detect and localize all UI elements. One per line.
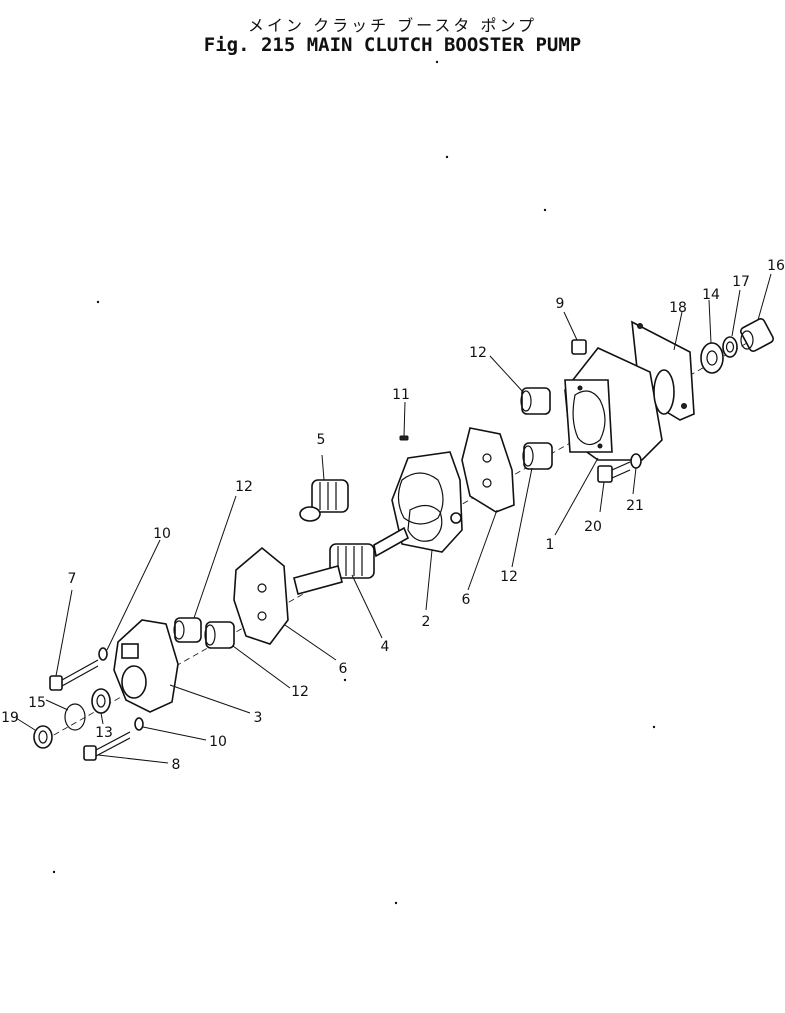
callout-20: 20 — [584, 519, 602, 535]
part-7-bolt — [49, 659, 99, 691]
callout-3: 3 — [254, 710, 263, 726]
callout-21: 21 — [626, 498, 644, 514]
callout-6b: 6 — [339, 661, 348, 677]
callout-4: 4 — [381, 639, 390, 655]
part-12-bearing-d — [204, 621, 235, 649]
part-12-bearing-a — [520, 387, 551, 415]
part-4-drive-gear — [293, 526, 410, 595]
part-12-bearing-b — [522, 442, 553, 470]
callout-13: 13 — [95, 725, 113, 741]
part-10-washer-a — [98, 647, 108, 661]
part-20-bolt — [597, 461, 631, 483]
part-11-pin — [399, 435, 409, 441]
part-16-bushing — [740, 318, 774, 352]
part-14-oil-seal — [700, 342, 724, 374]
part-17-snap-ring — [722, 336, 738, 358]
callout-18: 18 — [669, 300, 687, 316]
callout-10b: 10 — [209, 734, 227, 750]
part-15-snap-ring — [64, 703, 86, 731]
callout-6a: 6 — [462, 592, 471, 608]
callout-12a: 12 — [235, 479, 253, 495]
part-9-plug — [571, 339, 587, 355]
scan-specks — [52, 60, 656, 905]
part-13-oil-seal — [91, 688, 111, 714]
part-8-bolt — [83, 731, 131, 761]
callout-11: 11 — [392, 387, 410, 403]
part-10-washer-b — [134, 717, 144, 731]
callout-2: 2 — [422, 614, 431, 630]
part-12-bearing-c — [173, 617, 202, 643]
part-2-gear-housing — [391, 451, 463, 553]
callout-1: 1 — [546, 537, 555, 553]
callout-12b: 12 — [469, 345, 487, 361]
part-5-driven-gear — [299, 479, 349, 522]
part-6-side-plate-a — [461, 427, 515, 513]
callout-12c: 12 — [500, 569, 518, 585]
callout-8: 8 — [172, 757, 181, 773]
part-6-side-plate-b — [233, 546, 289, 645]
callout-16: 16 — [767, 258, 785, 274]
callout-10a: 10 — [153, 526, 171, 542]
leader-lines — [15, 273, 772, 764]
part-3-cover — [113, 619, 179, 713]
part-21-washer — [630, 453, 642, 469]
callout-19: 19 — [1, 710, 19, 726]
part-19-snap-ring — [33, 725, 53, 749]
callout-15: 15 — [28, 695, 46, 711]
callout-7: 7 — [68, 571, 77, 587]
figure-title: Fig. 215 MAIN CLUTCH BOOSTER PUMP — [203, 34, 582, 56]
title-japanese: メイン クラッチ ブースタ ポンプ — [248, 16, 537, 35]
part-1-body — [564, 347, 675, 461]
callout-14: 14 — [702, 287, 720, 303]
callout-5: 5 — [317, 432, 326, 448]
callout-12d: 12 — [291, 684, 309, 700]
callout-9: 9 — [556, 296, 565, 312]
callout-17: 17 — [732, 274, 750, 290]
